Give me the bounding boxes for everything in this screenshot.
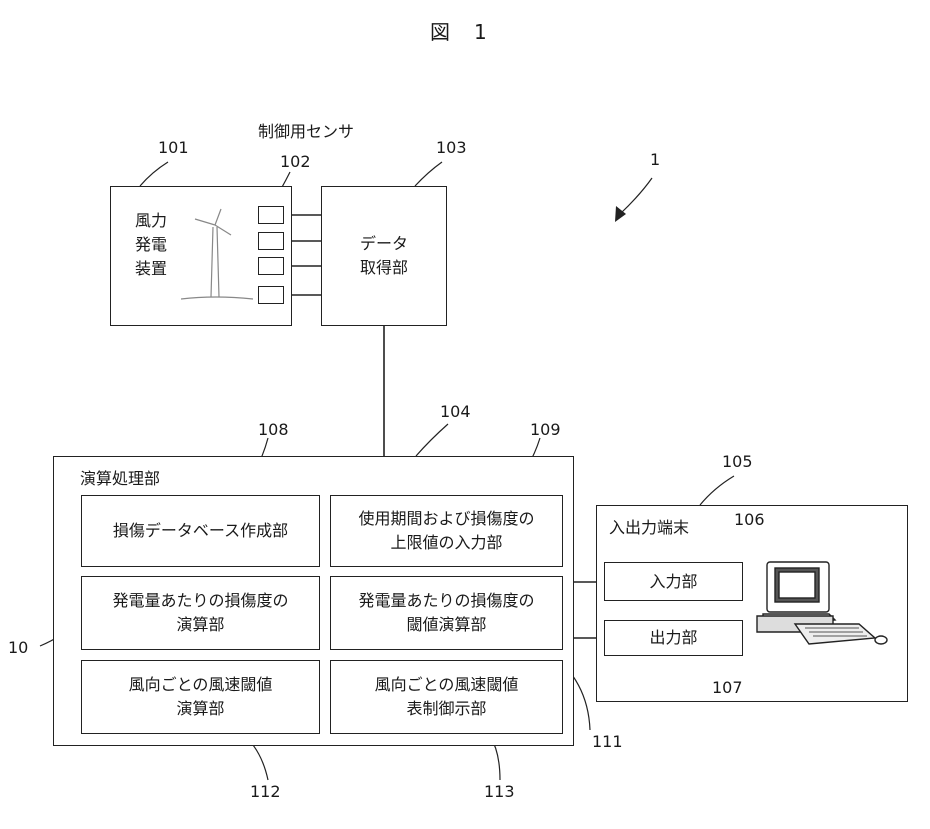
wind-speed-threshold-calc-block: 風向ごとの風速閾値 演算部: [81, 660, 320, 734]
wind-speed-threshold-display-block: 風向ごとの風速閾値 表制御示部: [330, 660, 563, 734]
system-ref-label: 1: [650, 150, 660, 169]
ref-103: 103: [436, 138, 467, 157]
ref-107: 107: [712, 678, 743, 697]
damage-threshold-calc-block: 発電量あたりの損傷度の 閾値演算部: [330, 576, 563, 650]
output-unit-box: 出力部: [604, 620, 743, 656]
sensor-box-4: [258, 286, 284, 304]
ref-109: 109: [530, 420, 561, 439]
ref-105: 105: [722, 452, 753, 471]
ref-102: 102: [280, 152, 311, 171]
usage-limit-input-block: 使用期間および損傷度の 上限値の入力部: [330, 495, 563, 567]
computer-icon: [755, 558, 895, 650]
sensor-caption: 制御用センサ: [258, 118, 354, 142]
damage-db-creation-block: 損傷データベース作成部: [81, 495, 320, 567]
ref-112: 112: [250, 782, 281, 801]
ref-104: 104: [440, 402, 471, 421]
damage-per-generation-calc-block: 発電量あたりの損傷度の 演算部: [81, 576, 320, 650]
ref-108: 108: [258, 420, 289, 439]
ref-10: 10: [8, 638, 28, 657]
io-terminal-label: 入出力端末: [609, 514, 689, 538]
data-acquisition-box: データ 取得部: [321, 186, 447, 326]
ref-106: 106: [734, 510, 765, 529]
sensor-box-2: [258, 232, 284, 250]
wind-turbine-icon: [181, 205, 261, 305]
ref-101: 101: [158, 138, 189, 157]
io-terminal-box: 入出力端末: [596, 505, 908, 702]
figure-title: 図 1: [430, 16, 489, 45]
processing-unit-label: 演算処理部: [80, 465, 160, 489]
sensor-box-1: [258, 206, 284, 224]
ref-113: 113: [484, 782, 515, 801]
wind-turbine-label: 風力 発電 装置: [131, 209, 171, 281]
sensor-box-3: [258, 257, 284, 275]
input-unit-box: 入力部: [604, 562, 743, 601]
ref-111: 111: [592, 732, 623, 751]
